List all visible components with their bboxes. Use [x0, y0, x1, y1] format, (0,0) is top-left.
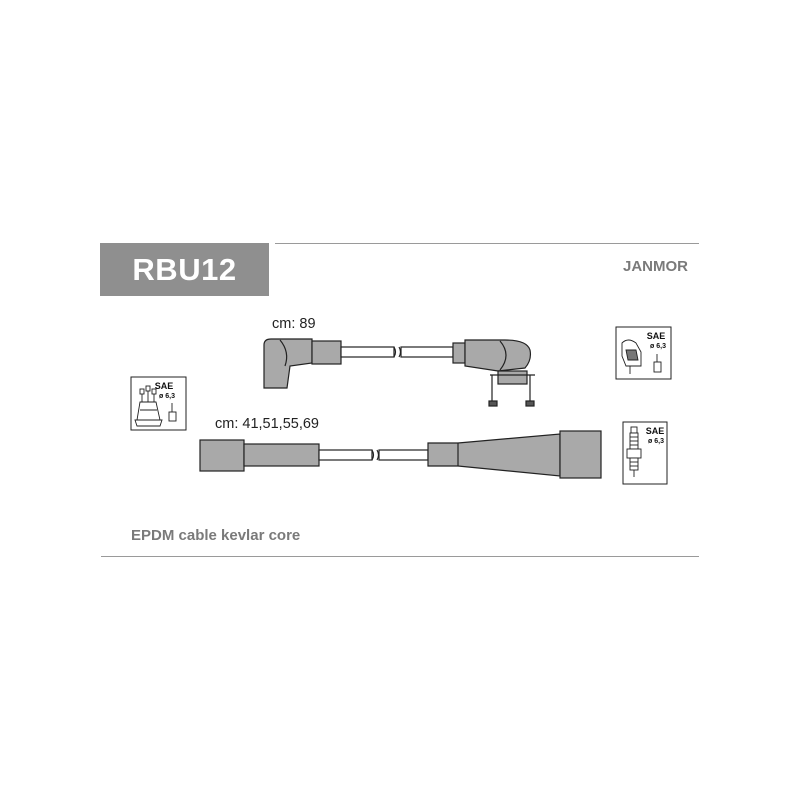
svg-text:ø 6,3: ø 6,3 [159, 393, 175, 400]
wire-2-cable-right [378, 449, 429, 461]
cable-specification: EPDM cable kevlar core [131, 527, 301, 544]
ignition-lead-2 [199, 430, 602, 479]
brand-name: JANMOR [622, 258, 688, 275]
spark-plug-icon: SAE ø 6,3 [622, 421, 668, 485]
ignition-lead-1 [263, 338, 535, 407]
wire-1-cable-left [340, 346, 395, 358]
wire-1-terminal-bracket [488, 370, 535, 407]
wire-1-cable-right [400, 346, 454, 358]
wire-2-length-label: cm: 41,51,55,69 [215, 416, 319, 432]
wire-1-length-label: cm: 89 [272, 316, 316, 332]
distributor-cap-icon: SAE ø 6,3 [130, 376, 187, 431]
wire-2-left-collar [243, 443, 320, 467]
product-code: RBU12 [132, 251, 237, 287]
svg-text:SAE: SAE [646, 426, 665, 436]
wire-2-right-boot [427, 433, 561, 477]
svg-text:ø 6,3: ø 6,3 [648, 438, 664, 445]
wire-1-left-boot [263, 338, 313, 389]
wire-2-left-boot [199, 439, 245, 472]
wire-2-cable-left [318, 449, 373, 461]
svg-text:SAE: SAE [155, 381, 174, 391]
coil-icon: SAE ø 6,3 [615, 326, 672, 380]
product-code-badge: RBU12 [100, 243, 269, 296]
wire-1-right-collar [452, 342, 466, 364]
header-divider [275, 243, 699, 244]
wire-1-left-collar [311, 340, 342, 365]
wire-2-right-cap [559, 430, 602, 479]
footer-divider [101, 556, 699, 557]
wire-1-right-boot [464, 339, 532, 372]
svg-text:ø 6,3: ø 6,3 [650, 343, 666, 350]
svg-text:SAE: SAE [647, 331, 666, 341]
